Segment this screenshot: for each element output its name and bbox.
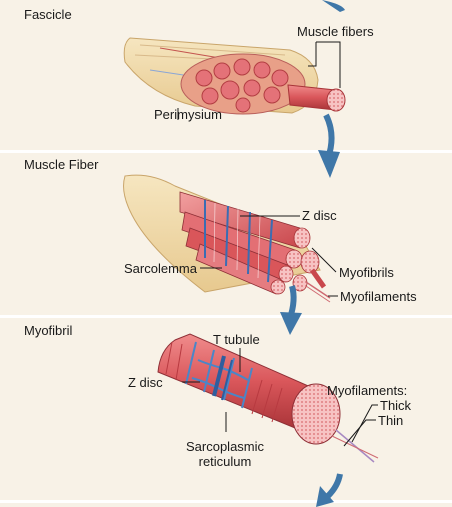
- label-perimysium: Perimysium: [154, 107, 222, 122]
- label-myofilaments-heading: Myofilaments:: [327, 383, 408, 398]
- panel-divider: [0, 150, 452, 153]
- panel-divider: [0, 315, 452, 318]
- label-sarcoplasmic-reticulum-line1: Sarcoplasmic: [185, 439, 265, 454]
- curved-arrow-down-icon: [318, 113, 340, 178]
- muscle-fiber-illustration: [123, 174, 338, 303]
- label-t-tubule: T tubule: [213, 332, 260, 347]
- flow-arrow-top: [322, 0, 345, 12]
- label-z-disc-myofibril: Z disc: [128, 375, 163, 390]
- panel-myofibril: [0, 318, 452, 500]
- curved-arrow-down-icon: [280, 285, 302, 335]
- label-thin-filament: Thin: [378, 413, 404, 428]
- fascicle-illustration: [123, 37, 346, 120]
- label-muscle-fibers: Muscle fibers: [297, 24, 374, 39]
- label-sarcolemma: Sarcolemma: [124, 261, 197, 276]
- curved-arrow-down-icon: [316, 473, 343, 507]
- label-thick-filament: Thick: [380, 398, 412, 413]
- section-title-myofibril: Myofibril: [24, 323, 73, 338]
- section-title-fascicle: Fascicle: [24, 7, 72, 22]
- myofibril-illustration: [157, 333, 379, 463]
- section-title-muscle-fiber: Muscle Fiber: [24, 157, 99, 172]
- label-myofilaments: Myofilaments: [340, 289, 417, 304]
- label-z-disc: Z disc: [302, 208, 337, 223]
- label-sarcoplasmic-reticulum-line2: reticulum: [198, 454, 252, 469]
- label-myofibrils: Myofibrils: [339, 265, 394, 280]
- panel-divider: [0, 500, 452, 503]
